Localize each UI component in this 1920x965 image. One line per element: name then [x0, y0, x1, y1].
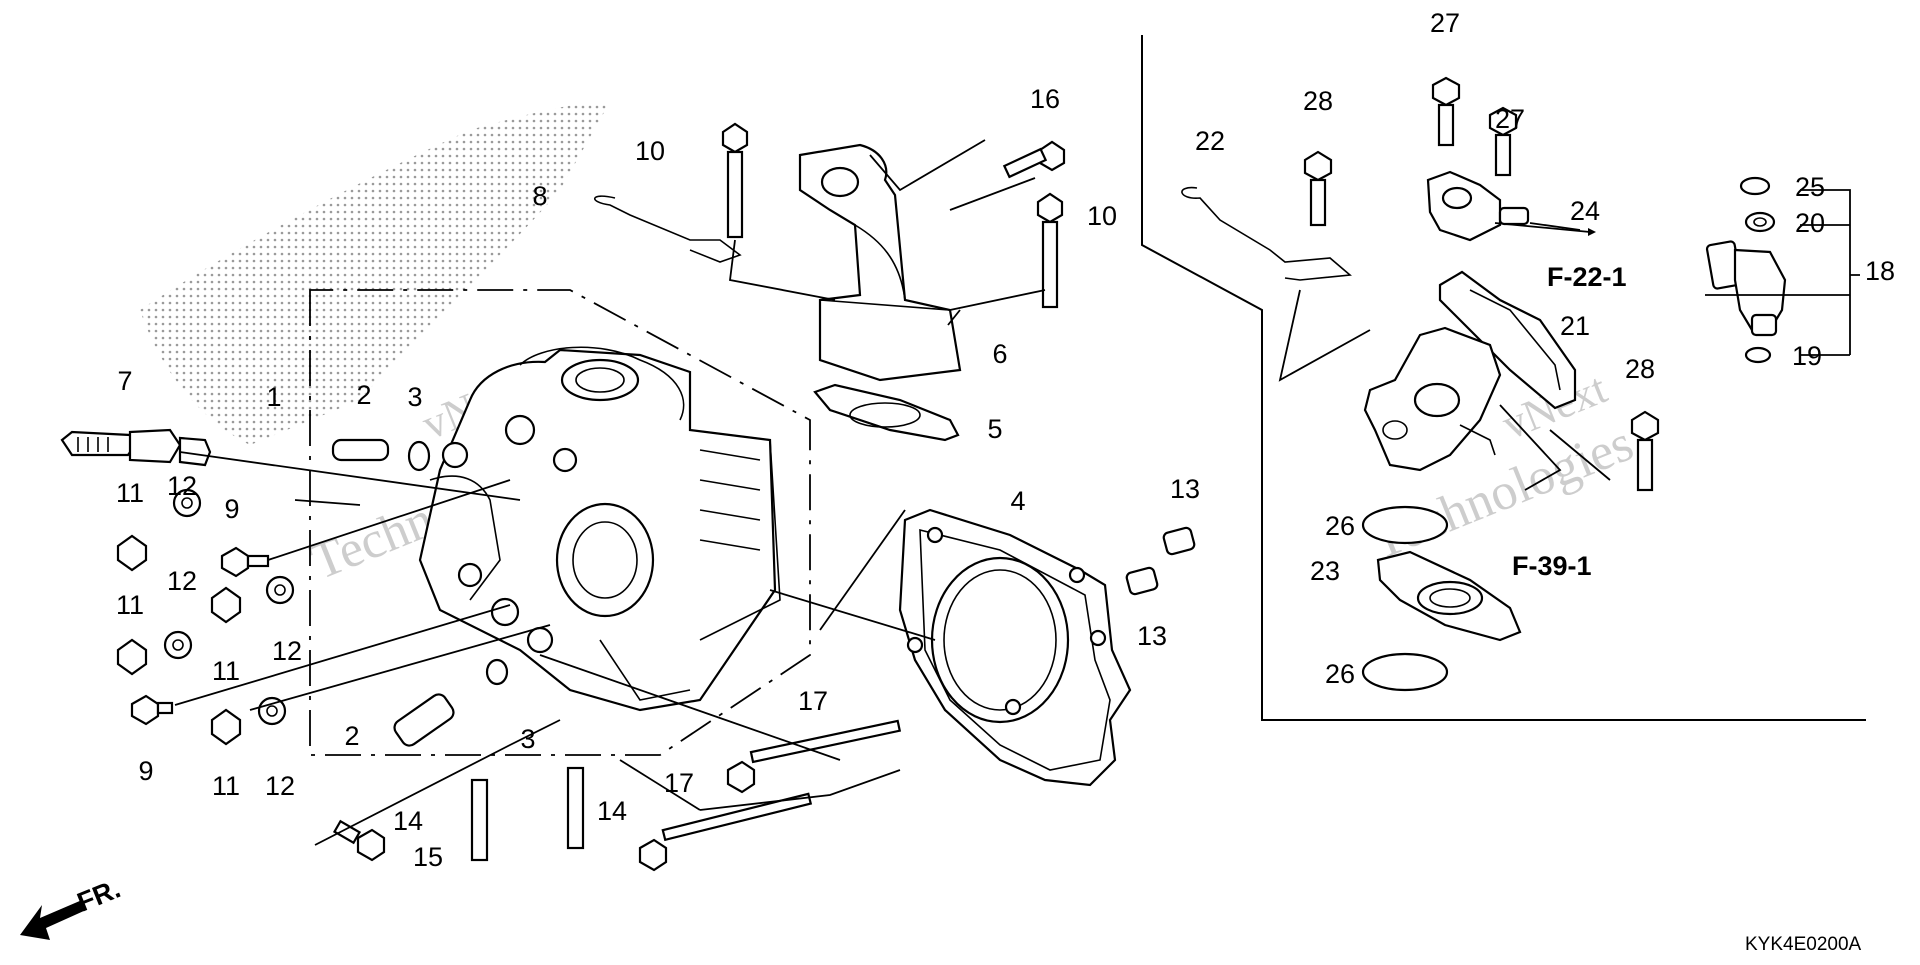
wire-stay-22	[1181, 186, 1352, 281]
part-label-9a: 9	[224, 494, 239, 524]
part-label-28a: 28	[1303, 86, 1333, 116]
part-label-28b: 28	[1625, 354, 1655, 384]
bolt-28-top	[1303, 150, 1333, 227]
assembly-outline	[309, 289, 811, 756]
part-label-11b: 11	[116, 590, 144, 620]
part-label-19: 19	[1792, 341, 1822, 371]
part-label-27a: 27	[1430, 8, 1460, 38]
bolts-10-16	[721, 122, 1066, 309]
part-label-9b: 9	[138, 756, 153, 786]
part-label-14a: 14	[393, 806, 423, 836]
part-label-11a: 11	[116, 478, 144, 508]
valve-stem-seals	[331, 438, 455, 747]
part-label-27b: 27	[1495, 104, 1525, 134]
part-label-25: 25	[1795, 172, 1825, 202]
bolts-27	[1431, 76, 1518, 177]
insulator-gasket	[813, 383, 960, 442]
front-mark: FR.	[73, 873, 125, 917]
part-label-22: 22	[1195, 126, 1225, 156]
part-label-7: 7	[117, 366, 132, 396]
bolts-9	[130, 546, 270, 726]
part-label-10a: 10	[635, 136, 665, 166]
bolt-28-right	[1630, 410, 1660, 492]
part-label-23: 23	[1310, 556, 1340, 586]
part-label-17b: 17	[664, 768, 694, 798]
part-label-1: 1	[266, 382, 281, 412]
part-label-18: 18	[1865, 256, 1895, 286]
spark-plug	[60, 428, 212, 467]
part-label-10b: 10	[1087, 201, 1117, 231]
part-label-4: 4	[1010, 486, 1025, 516]
part-label-2a: 2	[356, 380, 371, 410]
part-label-12d: 12	[265, 771, 295, 801]
part-label-17a: 17	[798, 686, 828, 716]
throttle-body	[1363, 326, 1502, 472]
injector-18	[1705, 176, 1787, 364]
part-label-8: 8	[532, 181, 547, 211]
part-label-6: 6	[992, 339, 1007, 369]
part-label-11d: 11	[212, 771, 240, 801]
part-label-26a: 26	[1325, 511, 1355, 541]
wire-stay	[594, 195, 742, 263]
part-label-5: 5	[987, 414, 1002, 444]
part-label-14b: 14	[597, 796, 627, 826]
front-arrow: FR.	[20, 873, 125, 940]
o-ring	[407, 440, 431, 472]
cylinder-head-gasket	[898, 508, 1132, 787]
reference-f22: F-22-1	[1547, 262, 1627, 292]
o-ring	[485, 658, 509, 686]
reference-f39: F-39-1	[1512, 551, 1592, 581]
long-bolts	[638, 719, 902, 872]
part-label-12b: 12	[167, 566, 197, 596]
part-label-21: 21	[1560, 311, 1590, 341]
diagram-code: KYK4E0200A	[1745, 934, 1862, 955]
o-rings-26	[1361, 505, 1449, 692]
studs	[470, 766, 585, 862]
part-label-15: 15	[413, 842, 443, 872]
part-label-11c: 11	[212, 656, 240, 686]
part-label-3a: 3	[407, 382, 422, 412]
dotted-shading	[140, 101, 610, 445]
nuts-and-washers	[116, 488, 295, 746]
part-label-16: 16	[1030, 84, 1060, 114]
part-label-12a: 12	[167, 471, 197, 501]
leader-lines	[174, 139, 1860, 846]
holder-21	[1438, 270, 1577, 410]
part-label-24: 24	[1570, 196, 1600, 226]
dowel-pins	[1125, 526, 1196, 596]
section-frame	[1141, 35, 1866, 721]
part-label-13b: 13	[1137, 621, 1167, 651]
insulator-23	[1376, 550, 1522, 642]
cylinder-head	[418, 346, 781, 712]
part-label-26b: 26	[1325, 659, 1355, 689]
sensor-24	[1426, 170, 1530, 242]
part-label-2b: 2	[344, 721, 359, 751]
bolt-15	[332, 819, 386, 862]
part-label-12c: 12	[272, 636, 302, 666]
part-label-20: 20	[1795, 208, 1825, 238]
part-label-13a: 13	[1170, 474, 1200, 504]
intake-pipe	[798, 143, 962, 382]
part-label-3b: 3	[520, 724, 535, 754]
